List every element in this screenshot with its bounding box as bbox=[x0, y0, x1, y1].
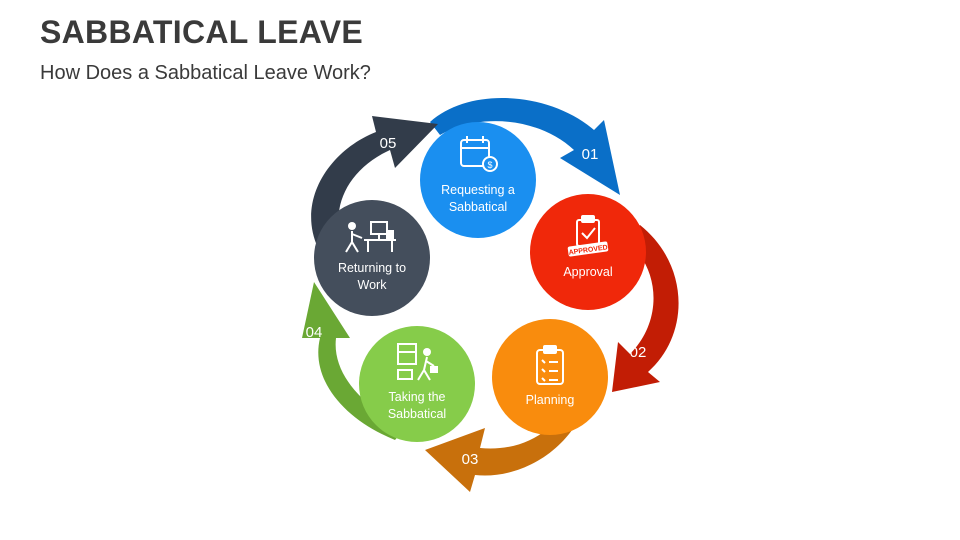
arrow-02 bbox=[612, 225, 679, 392]
step-02-number: 02 bbox=[630, 344, 647, 361]
step-03-number: 03 bbox=[462, 451, 479, 468]
page-title: SABBATICAL LEAVE bbox=[40, 14, 364, 50]
step-05-label-line2: Work bbox=[358, 278, 388, 292]
step-02-label: Approval bbox=[563, 265, 612, 279]
step-04-label-line2: Sabbatical bbox=[388, 407, 446, 421]
step-01-label-line1: Requesting a bbox=[441, 183, 515, 197]
calendar-money-icon: $ bbox=[460, 136, 498, 172]
step-03-label: Planning bbox=[526, 393, 575, 407]
step-04-circle bbox=[359, 326, 475, 442]
person-leaving-icon bbox=[397, 343, 438, 381]
step-04-label-line1: Taking the bbox=[389, 390, 446, 404]
arrow-04 bbox=[302, 282, 405, 440]
svg-text:$: $ bbox=[487, 160, 492, 170]
page-subtitle: How Does a Sabbatical Leave Work? bbox=[40, 62, 371, 84]
step-05-number: 05 bbox=[380, 135, 397, 152]
step-03-circle bbox=[492, 319, 608, 435]
arrow-05 bbox=[311, 116, 438, 248]
arrow-03 bbox=[425, 392, 590, 492]
step-01-number: 01 bbox=[582, 146, 599, 163]
person-at-desk-icon bbox=[345, 221, 396, 253]
step-01-label-line2: Sabbatical bbox=[449, 200, 507, 214]
clipboard-checklist-icon bbox=[536, 345, 564, 385]
step-05-label-line1: Returning to bbox=[338, 261, 406, 275]
step-04-number: 04 bbox=[306, 324, 323, 341]
step-05-circle bbox=[314, 200, 430, 316]
step-01-circle bbox=[420, 122, 536, 238]
